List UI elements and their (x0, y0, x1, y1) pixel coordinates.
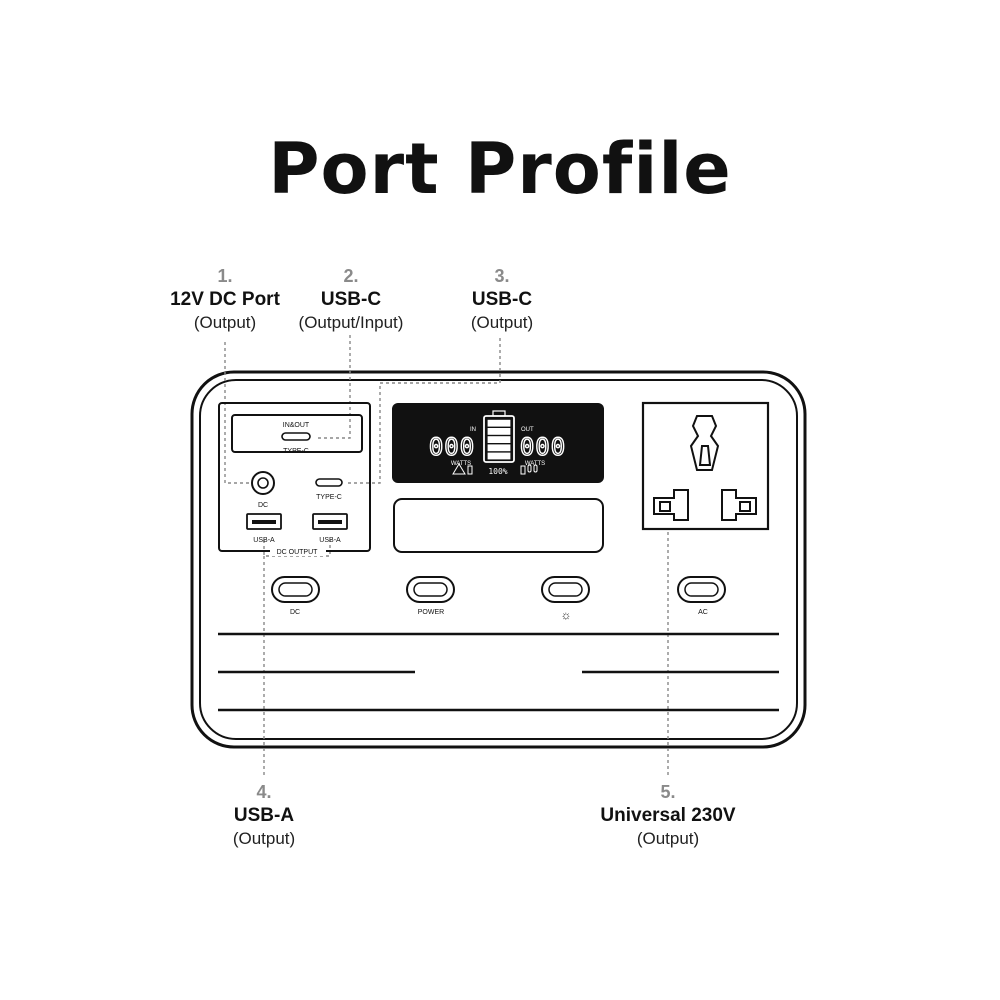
button-ac[interactable]: AC (677, 576, 726, 616)
usb-c-in-out-port[interactable] (281, 432, 311, 441)
type-c-label: TYPE-C (316, 494, 342, 501)
usb-a-port-right[interactable] (312, 513, 348, 530)
callout-subtitle: (Output/Input) (298, 313, 404, 332)
device-inner-shell (199, 379, 798, 740)
device-outer-shell (190, 370, 807, 749)
display-watts-label-right: WATTS (525, 461, 545, 467)
battery-bar (487, 444, 511, 452)
thermometer-hot-icon (527, 464, 532, 473)
battery-bar (487, 436, 511, 444)
warning-icon (452, 463, 466, 475)
display-battery-percent: 100% (488, 467, 507, 476)
usb-a-tongue-right (318, 520, 342, 524)
dc-port-outer[interactable] (251, 471, 275, 495)
ac-outlet-socket[interactable] (653, 415, 757, 521)
callout-usb-a: 4. USB-A (Output) (154, 781, 374, 850)
usb-c-in-out-frame (231, 414, 363, 453)
usb-a-left-label: USB-A (253, 537, 275, 544)
callout-subtitle: (Output) (232, 829, 296, 848)
battery-level-bars (487, 419, 511, 460)
thermometer-cold-icon (533, 464, 538, 473)
display-watts-label-left: WATTS (451, 461, 471, 467)
button-light[interactable]: ☼ (541, 576, 590, 622)
dc-port-inner (257, 477, 269, 489)
battery-bar (487, 452, 511, 460)
ac-outlet-top-pin (689, 415, 720, 471)
light-icon: ☼ (561, 608, 572, 622)
callout-name: Universal 230V (600, 805, 736, 826)
ac-outlet-right-pin (721, 489, 757, 521)
callout-number: 5. (660, 782, 676, 802)
leader-lines (224, 335, 669, 777)
body-trim-lines (218, 632, 779, 712)
display-status-icons (520, 464, 538, 475)
callout-12v-dc-port: 1. 12V DC Port (Output) (115, 265, 335, 334)
ac-outlet-top-pin-inner (698, 445, 712, 466)
callout-subtitle: (Output) (193, 313, 257, 332)
leader-line-1 (224, 342, 250, 484)
callout-name: 12V DC Port (170, 289, 280, 310)
status-battery-icon (520, 465, 526, 475)
button-dc-label: DC (290, 609, 300, 616)
battery-icon (483, 415, 515, 463)
page-title: Port Profile (268, 128, 732, 210)
callout-number: 4. (256, 782, 272, 802)
dc-output-label: DC OUTPUT (277, 549, 319, 556)
display-out-label: OUT (521, 427, 534, 433)
ac-outlet-left-pin-inner (659, 501, 671, 512)
callout-usb-c-output: 3. USB-C (Output) (392, 265, 612, 334)
button-ac-label: AC (698, 609, 708, 616)
callout-universal-230v: 5. Universal 230V (Output) (558, 781, 778, 850)
usb-c-output-port[interactable] (315, 478, 343, 487)
ac-outlet-frame (641, 401, 770, 531)
usb-a-tongue-left (252, 520, 276, 524)
button-power-label: POWER (418, 609, 444, 616)
blank-panel (393, 498, 604, 553)
battery-small-icon (467, 465, 473, 475)
button-dc[interactable]: DC (271, 576, 320, 616)
callout-number: 2. (343, 266, 359, 286)
dc-port-label: DC (258, 502, 268, 509)
ac-outlet-left-pin (653, 489, 689, 521)
usb-a-port-left[interactable] (246, 513, 282, 530)
callout-subtitle: (Output) (470, 313, 534, 332)
battery-bar (487, 419, 511, 427)
callout-name: USB-C (471, 289, 533, 310)
battery-bar (487, 427, 511, 435)
leader-line-2 (318, 335, 351, 439)
callout-usb-c-in-out: 2. USB-C (Output/Input) (241, 265, 461, 334)
usb-a-right-label: USB-A (319, 537, 341, 544)
dc-output-label-bg (270, 547, 326, 556)
callout-number: 1. (217, 266, 233, 286)
callout-name: USB-A (233, 805, 295, 826)
display-out-watts: 000 (520, 433, 566, 461)
callout-number: 3. (494, 266, 510, 286)
type-c-top-label: TYPE-C (283, 448, 309, 455)
display-in-label: IN (470, 427, 476, 433)
in-out-label: IN&OUT (283, 422, 310, 429)
button-power[interactable]: POWER (406, 576, 455, 616)
display-in-watts: 000 (429, 433, 475, 461)
ac-outlet-right-pin-inner (739, 501, 751, 512)
callout-subtitle: (Output) (636, 829, 700, 848)
callout-name: USB-C (320, 289, 382, 310)
leader-line-3 (345, 338, 501, 484)
